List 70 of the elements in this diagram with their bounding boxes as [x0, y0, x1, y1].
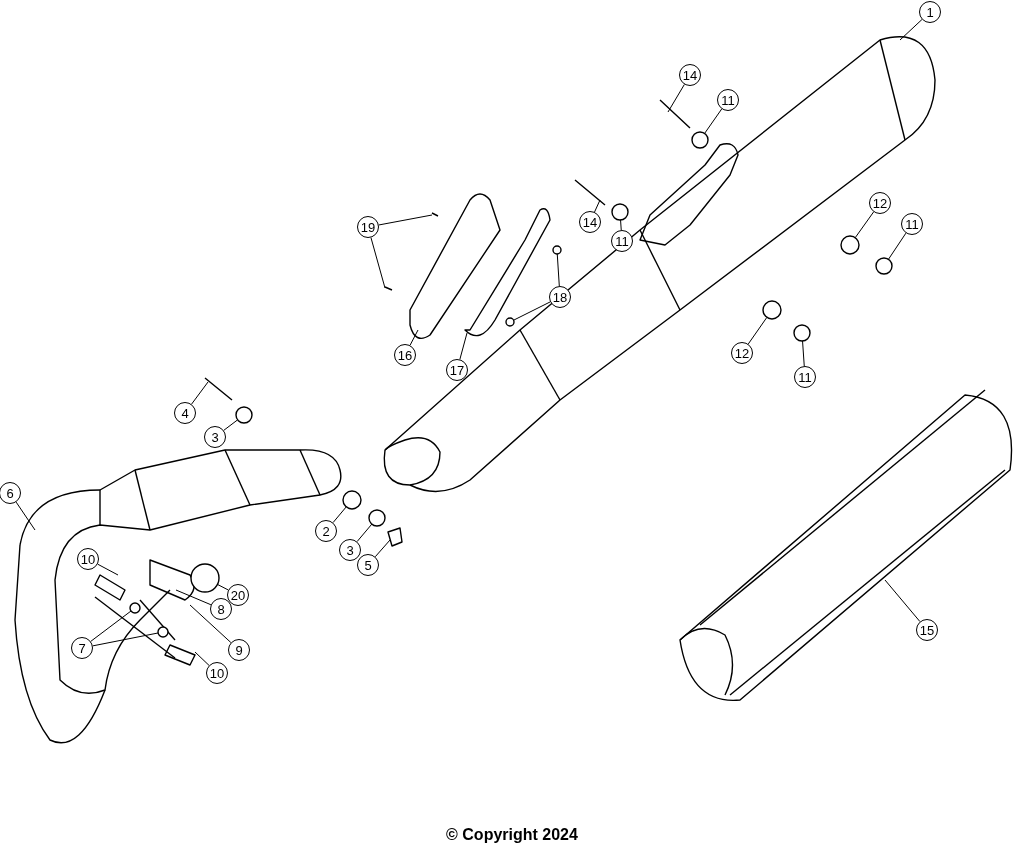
washer-part [691, 131, 709, 149]
leader-line [620, 219, 622, 231]
callout-number: 15 [916, 619, 938, 641]
callout-number: 3 [204, 426, 226, 448]
callout-number: 18 [549, 286, 571, 308]
leader-line [194, 651, 210, 666]
washer-part [611, 203, 629, 221]
leader-line [884, 579, 921, 623]
washer-part [552, 245, 562, 255]
leader-line [747, 316, 768, 345]
washer-part [129, 602, 141, 614]
callout-number: 2 [315, 520, 337, 542]
leader-line [189, 604, 232, 644]
callout-number: 5 [357, 554, 379, 576]
callout-number: 6 [0, 482, 21, 504]
leader-line [513, 301, 551, 321]
callout-number: 4 [174, 402, 196, 424]
leader-line [378, 214, 433, 226]
callout-number: 19 [357, 216, 379, 238]
callout-number: 7 [71, 637, 93, 659]
leader-line [802, 340, 805, 367]
callout-number: 12 [869, 192, 891, 214]
leader-line [409, 329, 419, 346]
leader-line [15, 501, 36, 531]
leader-line [594, 199, 601, 213]
leader-line [370, 237, 386, 289]
washer-part [342, 490, 362, 510]
washer-part [235, 406, 253, 424]
leader-line [216, 583, 229, 591]
washer-part [762, 300, 782, 320]
washer-part [368, 509, 386, 527]
leader-line [332, 506, 347, 524]
callout-number: 20 [227, 584, 249, 606]
leader-line [704, 108, 723, 134]
leader-line [223, 419, 239, 431]
leader-line [191, 381, 209, 405]
callout-number: 12 [731, 342, 753, 364]
leader-line [459, 332, 468, 360]
callout-number: 16 [394, 344, 416, 366]
callout-number: 9 [228, 639, 250, 661]
leader-line [356, 523, 373, 543]
callout-number: 11 [794, 366, 816, 388]
leader-line [374, 539, 391, 558]
leader-line [667, 83, 685, 113]
washer-part [190, 563, 220, 593]
callout-number: 11 [717, 89, 739, 111]
washer-part [505, 317, 515, 327]
callout-number: 10 [206, 662, 228, 684]
callout-number: 14 [579, 211, 601, 233]
washer-part [840, 235, 860, 255]
washer-part [157, 626, 169, 638]
leader-line [854, 211, 875, 239]
leader-line [90, 610, 132, 642]
leader-line [899, 19, 923, 41]
leader-line [556, 253, 560, 287]
callout-number: 8 [210, 598, 232, 620]
leader-line [175, 589, 212, 606]
callout-number: 10 [77, 548, 99, 570]
callout-number: 17 [446, 359, 468, 381]
callout-number: 11 [901, 213, 923, 235]
washer-part [875, 257, 893, 275]
callout-number: 1 [919, 1, 941, 23]
leader-line [97, 563, 119, 576]
callout-number: 14 [679, 64, 701, 86]
callout-number: 3 [339, 539, 361, 561]
copyright-caption: © Copyright 2024 [446, 826, 578, 844]
leader-line [887, 232, 907, 260]
callout-number: 11 [611, 230, 633, 252]
washer-part [793, 324, 811, 342]
leader-line [92, 632, 159, 647]
